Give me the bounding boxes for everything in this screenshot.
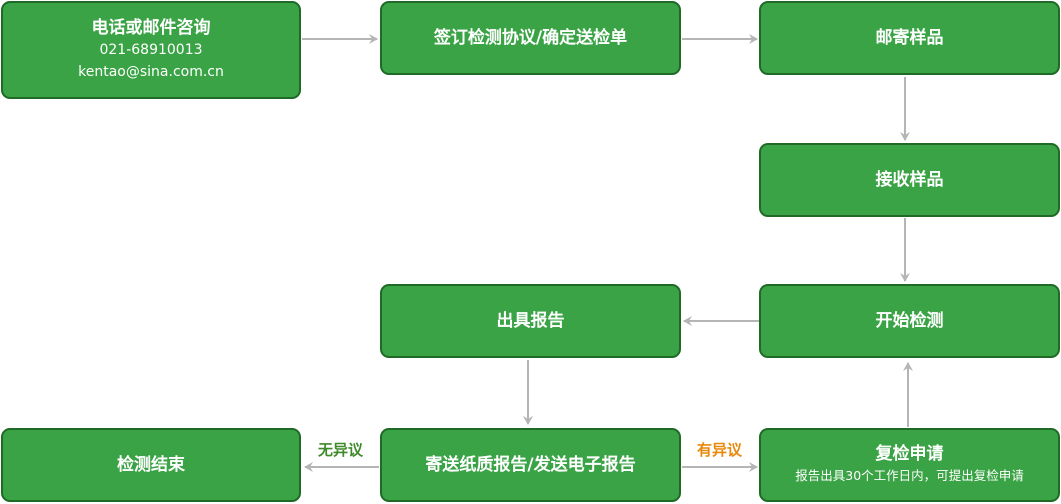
label-objection: 有异议	[697, 441, 743, 459]
node-consult-email: kentao@sina.com.cn	[78, 64, 224, 80]
node-consult-phone: 021-68910013	[99, 42, 203, 58]
node-send: 寄送纸质报告/发送电子报告	[380, 428, 681, 502]
node-mail-title: 邮寄样品	[875, 28, 944, 48]
node-sign-title: 签订检测协议/确定送检单	[433, 28, 628, 48]
node-recheck-title: 复检申请	[875, 444, 944, 464]
node-mail: 邮寄样品	[759, 1, 1060, 75]
node-sign: 签订检测协议/确定送检单	[380, 1, 681, 75]
node-report-title: 出具报告	[496, 311, 565, 331]
node-test: 开始检测	[759, 284, 1060, 358]
node-test-title: 开始检测	[875, 311, 944, 331]
node-report: 出具报告	[380, 284, 681, 358]
node-end-title: 检测结束	[117, 455, 185, 475]
label-no-objection: 无异议	[318, 441, 364, 459]
node-receive-title: 接收样品	[875, 170, 944, 190]
node-recheck: 复检申请 报告出具30个工作日内，可提出复检申请	[759, 428, 1060, 502]
node-end: 检测结束	[1, 428, 301, 502]
node-receive: 接收样品	[759, 143, 1060, 217]
node-recheck-note: 报告出具30个工作日内，可提出复检申请	[795, 468, 1024, 483]
node-send-title: 寄送纸质报告/发送电子报告	[425, 455, 636, 475]
node-consult: 电话或邮件咨询 021-68910013 kentao@sina.com.cn	[1, 1, 301, 99]
node-consult-title: 电话或邮件咨询	[91, 18, 211, 38]
